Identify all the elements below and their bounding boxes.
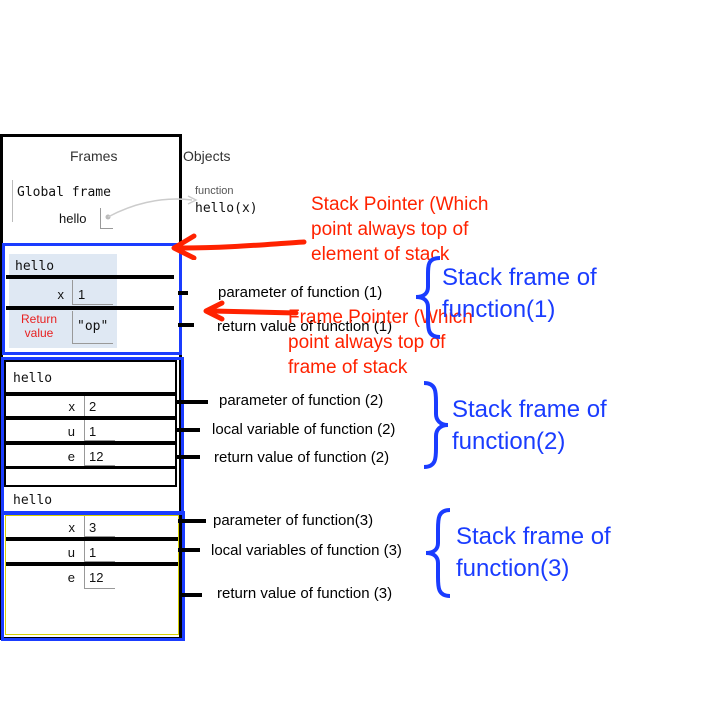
frame2-bar-4 [4, 466, 176, 469]
brace-frame1-icon [415, 256, 441, 339]
tick-ret1 [178, 323, 194, 327]
frame1-name: hello [15, 259, 55, 274]
global-frame-var-hello: hello [59, 211, 87, 226]
frame3-bar-2 [6, 562, 178, 566]
frame2-val-u-box [84, 420, 115, 441]
brace-frame3-icon [425, 508, 451, 598]
frame-pointer-arrow [203, 300, 299, 322]
stack-frame-1-label: Stack frame of function(1) [442, 262, 597, 326]
object-function-label: function [195, 185, 234, 197]
global-frame-value-box [100, 208, 113, 229]
tick-param3 [178, 519, 206, 523]
frame3-var-x: x [68, 520, 76, 535]
frame2-val-x: 2 [89, 399, 97, 414]
frame2-name: hello [13, 371, 53, 386]
annot-param2: parameter of function (2) [219, 392, 384, 409]
annot-ret2: return value of function (2) [214, 449, 390, 466]
tick-param2 [176, 400, 208, 404]
object-function-signature: hello(x) [195, 201, 258, 216]
annot-ret1: return value of function (1) [217, 318, 393, 335]
tick-param1 [178, 291, 188, 295]
frame1-return-val: "op" [77, 319, 109, 334]
frames-header: Frames [70, 148, 118, 164]
frame3-yellow-box [5, 515, 179, 635]
stack-frame-3-label: Stack frame of function(3) [456, 521, 611, 585]
annot-local3: local variables of function (3) [211, 542, 402, 559]
frame2-val-u: 1 [89, 424, 97, 439]
stack-frame-3-line2: function(3) [456, 555, 570, 582]
stack-frame-2-label: Stack frame of function(2) [452, 394, 607, 458]
frame2-var-u: u [67, 424, 75, 439]
objects-header: Objects [183, 148, 231, 164]
frame-pointer-line2: point always top of [288, 332, 446, 353]
frame3-var-u: u [67, 545, 75, 560]
frame1-return-label: Return value [14, 312, 64, 340]
frame2-var-x: x [68, 399, 76, 414]
tick-ret3 [182, 593, 202, 597]
tick-local3 [178, 548, 200, 552]
frame1-val-x-box [72, 280, 113, 305]
frame1-return-val-box [72, 311, 113, 344]
stack-frame-1-line1: Stack frame of [442, 264, 597, 291]
frame1-return-label-line1: Return [20, 312, 58, 326]
frame3-bar-1 [6, 537, 178, 541]
frame3-val-e-box [84, 566, 115, 589]
global-frame-border [12, 180, 13, 222]
frame2-black-box [4, 360, 177, 487]
frame3-val-x-box [84, 516, 115, 537]
brace-frame2-icon [423, 381, 449, 469]
frame2-bar-3 [4, 441, 176, 445]
annot-local2: local variable of function (2) [212, 421, 396, 438]
frame3-val-u-box [84, 541, 115, 562]
tick-local2 [176, 428, 200, 432]
frame1-shade [9, 254, 117, 348]
stack-frame-3-line1: Stack frame of [456, 523, 611, 550]
frame2-var-e: e [67, 449, 75, 464]
frame3-blue-box [1, 511, 185, 641]
frame3-val-u: 1 [89, 545, 97, 560]
annot-ret3: return value of function (3) [217, 585, 393, 602]
frame1-blue-box [2, 243, 182, 355]
function-pointer-arrow [105, 195, 198, 220]
frame1-bar-top [6, 275, 174, 279]
annot-param3: parameter of function(3) [213, 512, 374, 529]
frame1-return-label-line2: value [24, 326, 54, 340]
frame3-val-x: 3 [89, 520, 97, 535]
frame1-val-x: 1 [78, 287, 86, 302]
frame-pointer-line3: frame of stack [288, 357, 408, 378]
stack-frame-2-line2: function(2) [452, 428, 566, 455]
frame2-val-e-box [84, 445, 115, 466]
frame3-var-e: e [67, 570, 75, 585]
frame3-name: hello [13, 493, 53, 508]
frame2-val-e: 12 [89, 449, 104, 464]
frame3-val-e: 12 [89, 570, 104, 585]
global-frame-title: Global frame [17, 185, 111, 200]
frame2-bar-2 [4, 416, 176, 420]
frame1-bar-mid [6, 306, 174, 310]
frame2-bar-1 [4, 392, 176, 396]
stack-pointer-line2: point always top of [311, 219, 469, 240]
tick-ret2 [176, 455, 200, 459]
frame1-var-x: x [57, 287, 65, 302]
stack-pointer-label: Stack Pointer (Which point always top of… [311, 192, 488, 267]
stack-pointer-arrow [171, 233, 307, 260]
stack-frame-1-line2: function(1) [442, 296, 556, 323]
stack-pointer-line1: Stack Pointer (Which [311, 194, 489, 215]
annot-param1: parameter of function (1) [218, 284, 383, 301]
stack-frame-2-line1: Stack frame of [452, 396, 607, 423]
stack-pointer-line3: element of stack [311, 244, 450, 265]
